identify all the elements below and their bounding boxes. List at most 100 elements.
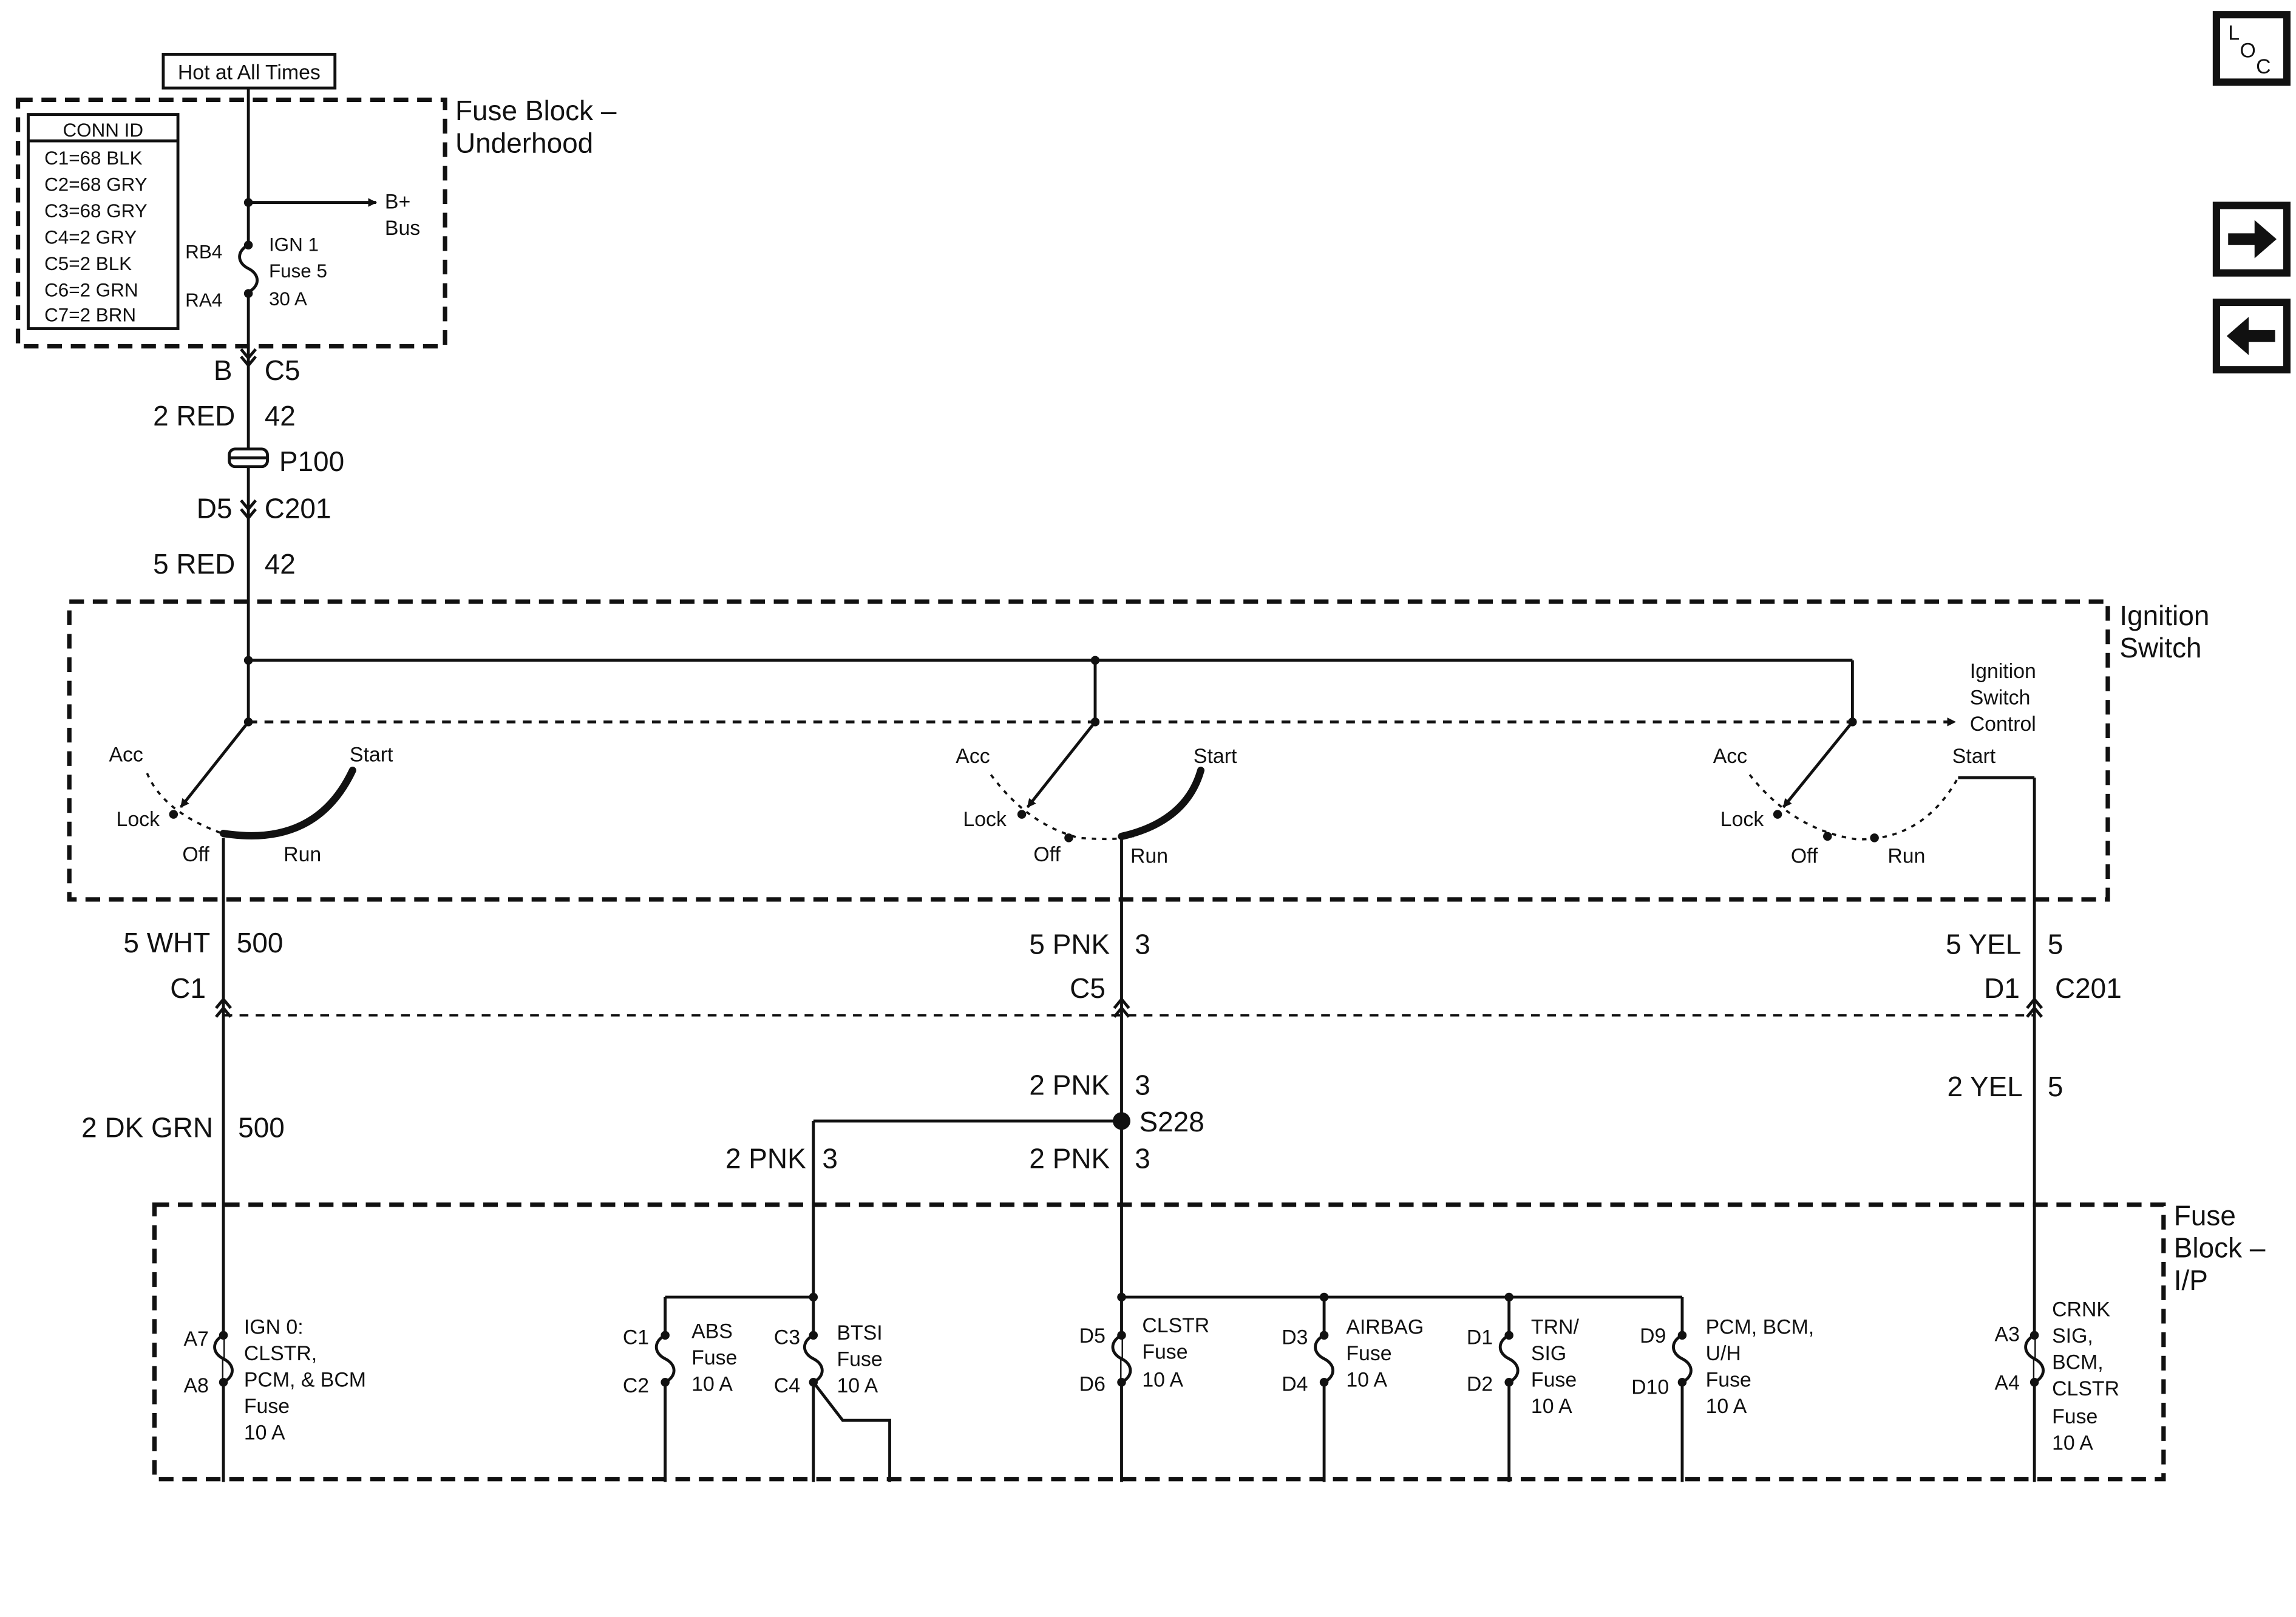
fuse-label: Fuse bbox=[1706, 1368, 1751, 1391]
wire-circuit-label: 42 bbox=[265, 400, 296, 432]
fuse-label: 10 A bbox=[1706, 1395, 1747, 1418]
switch-position-lock: Lock bbox=[1720, 808, 1764, 831]
switch-position-lock: Lock bbox=[117, 808, 160, 831]
fuse-label: 10 A bbox=[691, 1373, 733, 1396]
connector-c201-pin: D5 bbox=[197, 492, 233, 524]
connector-c1-symbol bbox=[215, 997, 232, 1018]
wire-circuit-label: 5 bbox=[2048, 928, 2063, 960]
fuse-terminal-dot bbox=[1504, 1377, 1513, 1387]
loc-letter-o: O bbox=[2240, 39, 2256, 62]
fuse-block-ip-title-line1: Fuse bbox=[2174, 1200, 2236, 1232]
fuse-terminal-dot bbox=[809, 1331, 818, 1340]
fuse-label: PCM, BCM, bbox=[1706, 1315, 1815, 1338]
fuse-label: PCM, & BCM bbox=[244, 1368, 366, 1391]
connector-d1-symbol bbox=[2026, 997, 2043, 1018]
connector-name-label: C201 bbox=[2055, 972, 2122, 1004]
fuse-terminal-dot bbox=[1117, 1331, 1126, 1340]
switch-position-acc: Acc bbox=[1713, 745, 1747, 768]
fuse-terminal-dot bbox=[661, 1331, 670, 1340]
switch-position-off: Off bbox=[1791, 844, 1818, 867]
fuse-symbol bbox=[1314, 1334, 1334, 1384]
splice-pack-p100-label: P100 bbox=[279, 446, 344, 477]
ign1-fuse-bottom-pin: RA4 bbox=[185, 290, 222, 311]
fuse-symbol bbox=[2024, 1334, 2045, 1384]
ignition-switch-title-line2: Switch bbox=[2119, 632, 2201, 663]
ignition-switch-outline bbox=[67, 599, 2110, 902]
conn-id-header: CONN ID bbox=[63, 120, 143, 141]
fuse-terminal-dot bbox=[809, 1377, 818, 1387]
switch-position-start: Start bbox=[350, 744, 393, 767]
ign1-fuse-symbol bbox=[238, 240, 259, 298]
hot-at-all-times-box bbox=[161, 53, 337, 90]
ignition-switch-control-line2: Switch bbox=[1970, 686, 2031, 709]
wire-circuit-label: 500 bbox=[237, 927, 284, 958]
fuse-terminal-dot bbox=[1677, 1331, 1687, 1340]
wire-color-label: 2 YEL bbox=[1948, 1071, 2023, 1102]
wire-color-label: 5 WHT bbox=[123, 927, 210, 958]
fuse-label: U/H bbox=[1706, 1342, 1741, 1365]
fuse-pin-label: C3 bbox=[774, 1326, 800, 1349]
loc-letter-c: C bbox=[2256, 55, 2271, 78]
fuse-symbol bbox=[1498, 1334, 1520, 1384]
fuse-pin-label: D6 bbox=[1079, 1373, 1106, 1396]
fuse-terminal-dot bbox=[1504, 1331, 1513, 1340]
wire-circuit-label: 42 bbox=[265, 548, 296, 580]
connector-c5-symbol bbox=[240, 348, 257, 368]
ignition-switch-title-line1: Ignition bbox=[2119, 600, 2209, 631]
fuse-pin-label: A8 bbox=[183, 1374, 208, 1397]
switch-position-run: Run bbox=[284, 843, 321, 866]
previous-page-button[interactable] bbox=[2212, 298, 2291, 374]
fuse-terminal-dot bbox=[219, 1377, 228, 1387]
fuse-label: Fuse bbox=[1142, 1341, 1187, 1364]
arrow-left-icon bbox=[2226, 317, 2275, 356]
connector-c201-name: C201 bbox=[265, 492, 331, 524]
fuse-label: Fuse bbox=[1346, 1342, 1391, 1365]
fuse-block-ip-title-line2: Block – bbox=[2174, 1232, 2266, 1264]
wire-circuit-label: 3 bbox=[1135, 928, 1150, 960]
fuse-pin-label: A4 bbox=[1995, 1371, 2020, 1394]
fuse-pin-label: D9 bbox=[1640, 1324, 1666, 1348]
fuse-symbol bbox=[654, 1334, 676, 1384]
fuse-pin-label: C4 bbox=[774, 1374, 800, 1397]
fuse-pin-label: A3 bbox=[1995, 1323, 2020, 1346]
conn-id-row: C4=2 GRY bbox=[44, 226, 137, 248]
wire-circuit-label: 3 bbox=[1135, 1142, 1150, 1174]
switch-position-lock: Lock bbox=[963, 808, 1007, 831]
wire-color-label: 5 PNK bbox=[1029, 928, 1110, 960]
wire-color-label: 5 RED bbox=[153, 548, 235, 580]
switch-position-acc: Acc bbox=[956, 745, 990, 768]
wire-color-label: 2 RED bbox=[153, 400, 235, 432]
bplus-label-line1: B+ bbox=[385, 190, 410, 213]
fuse-symbol bbox=[1672, 1334, 1693, 1384]
fuse-label: Fuse bbox=[2052, 1405, 2097, 1428]
ign1-fuse-top-pin: RB4 bbox=[185, 241, 222, 262]
fuse-label: Fuse bbox=[244, 1395, 290, 1418]
fuse-label: 10 A bbox=[1142, 1368, 1183, 1391]
next-page-button[interactable] bbox=[2212, 202, 2291, 277]
fuse-label: SIG, bbox=[2052, 1324, 2093, 1348]
fuse-pin-label: D1 bbox=[1467, 1326, 1493, 1349]
fuse-label: 10 A bbox=[837, 1374, 878, 1397]
fuse-label: Fuse bbox=[1531, 1368, 1577, 1391]
wire-color-label: 5 YEL bbox=[1946, 928, 2021, 960]
wire-circuit-label: 3 bbox=[822, 1142, 838, 1174]
connector-pin-label: C1 bbox=[170, 972, 206, 1004]
fuse-label: CLSTR bbox=[1142, 1314, 1209, 1337]
wire-circuit-label: 5 bbox=[2048, 1071, 2063, 1102]
fuse-terminal-dot bbox=[1319, 1331, 1329, 1340]
ignition-switch-control-line1: Ignition bbox=[1970, 660, 2036, 683]
connector-pin-label: D1 bbox=[1984, 972, 2020, 1004]
fuse-terminal-dot bbox=[1117, 1377, 1126, 1387]
conn-id-row: C2=68 GRY bbox=[44, 174, 148, 195]
switch-position-start: Start bbox=[1952, 745, 1996, 768]
fuse-label: AIRBAG bbox=[1346, 1315, 1424, 1338]
fuse-pin-label: D4 bbox=[1282, 1373, 1308, 1396]
fuse-label: 10 A bbox=[1531, 1395, 1572, 1418]
fuse-label: Fuse bbox=[691, 1346, 737, 1369]
conn-id-table: CONN ID C1=68 BLK C2=68 GRY C3=68 GRY C4… bbox=[27, 113, 180, 330]
connector-pin-label: C5 bbox=[1070, 972, 1106, 1004]
location-button[interactable]: L O C bbox=[2212, 11, 2291, 86]
switch-position-off: Off bbox=[1033, 843, 1061, 866]
conn-id-row: C7=2 BRN bbox=[44, 304, 136, 325]
connector-c5-output-symbol bbox=[1113, 997, 1130, 1018]
